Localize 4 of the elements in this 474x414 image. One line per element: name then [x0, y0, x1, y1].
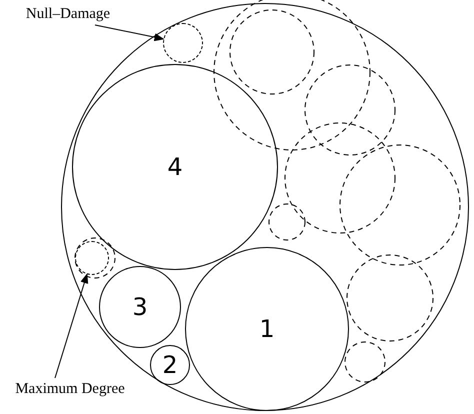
leader-line — [54, 273, 88, 378]
callout-label: Maximum Degree — [0, 378, 140, 400]
callout-label: Null–Damage — [8, 2, 128, 26]
leader-line — [94, 24, 164, 42]
